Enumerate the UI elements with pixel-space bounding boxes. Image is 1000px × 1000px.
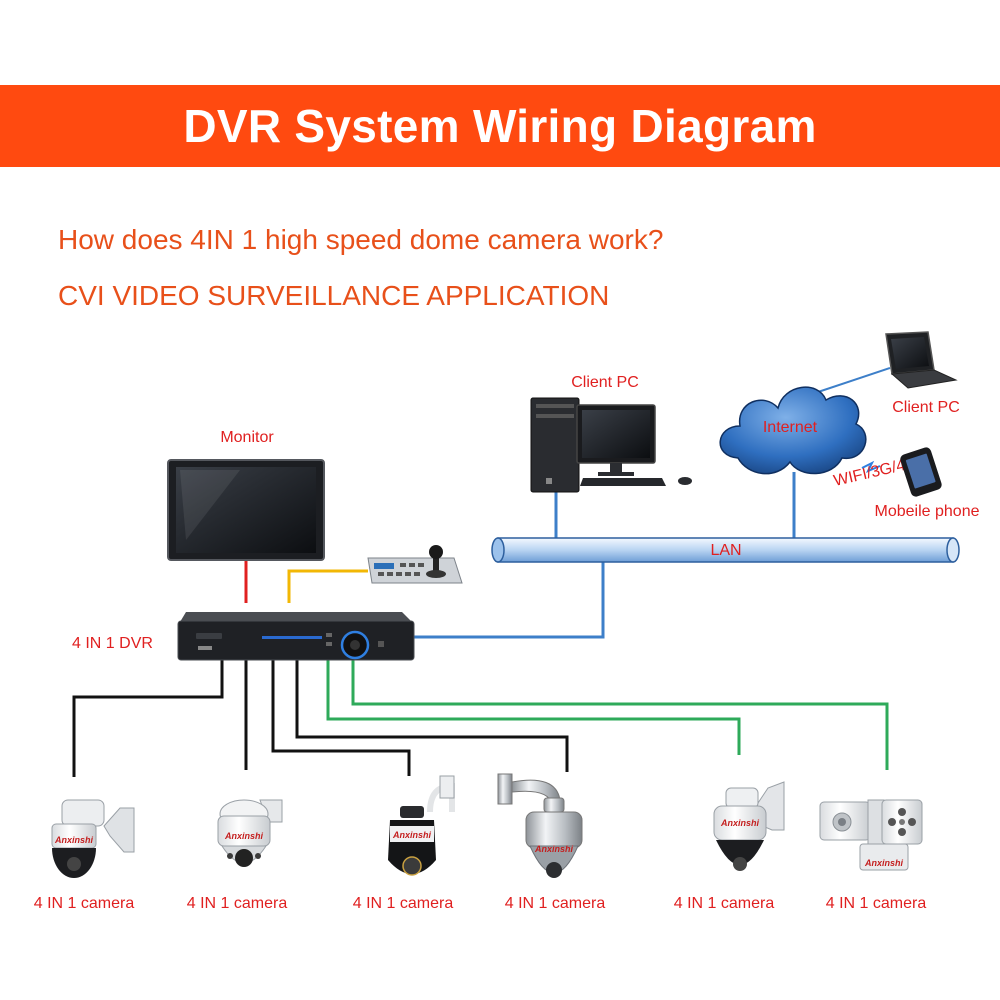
page-title: DVR System Wiring Diagram <box>183 100 817 152</box>
ptz-keyboard-icon <box>367 545 463 584</box>
lan-label: LAN <box>710 542 741 559</box>
dvr-icon <box>177 612 415 661</box>
camera-2-label: 4 IN 1 camera <box>187 895 288 912</box>
laptop-icon <box>885 331 958 389</box>
camera-cable-4 <box>295 660 569 772</box>
client-pc-desktop-label: Client PC <box>571 374 639 391</box>
stainless-speed-dome-icon: Anxinshi <box>497 773 583 878</box>
camera-cable-3 <box>271 660 411 776</box>
dvr-label: 4 IN 1 DVR <box>72 635 153 652</box>
white-speed-dome-icon: Anxinshi <box>713 781 785 871</box>
keyboard-cable <box>287 569 368 603</box>
internet-label: Internet <box>763 419 818 436</box>
monitor-label: Monitor <box>220 429 274 446</box>
desktop-pc-icon <box>530 397 692 493</box>
ir-speed-dome-icon: Anxinshi <box>217 799 283 867</box>
ptz-laser-camera-icon: Anxinshi <box>819 799 923 871</box>
camera-5-brand: Anxinshi <box>720 818 760 828</box>
camera-3: Anxinshi 4 IN 1 camera <box>353 775 455 912</box>
internet-cloud-icon <box>719 386 867 475</box>
internet-to-laptop-cable <box>817 367 891 393</box>
camera-1: Anxinshi 4 IN 1 camera <box>34 799 135 912</box>
lan-pipe: LAN <box>491 537 960 563</box>
camera-6-brand: Anxinshi <box>864 858 904 868</box>
camera-3-brand: Anxinshi <box>392 830 432 840</box>
camera-1-brand: Anxinshi <box>54 835 94 845</box>
client-pc-laptop-label: Client PC <box>892 399 960 416</box>
subtitle-question: How does 4IN 1 high speed dome camera wo… <box>58 224 664 255</box>
subtitle-application: CVI VIDEO SURVEILLANCE APPLICATION <box>58 280 610 311</box>
camera-6-label: 4 IN 1 camera <box>826 895 927 912</box>
camera-1-label: 4 IN 1 camera <box>34 895 135 912</box>
camera-2: Anxinshi 4 IN 1 camera <box>187 799 288 912</box>
mobile-phone-icon <box>900 447 942 497</box>
lan-cable-dvr <box>413 560 605 639</box>
camera-5: Anxinshi 4 IN 1 camera <box>674 781 785 912</box>
camera-cable-5 <box>326 660 741 755</box>
camera-2-brand: Anxinshi <box>224 831 264 841</box>
camera-3-label: 4 IN 1 camera <box>353 895 454 912</box>
camera-4-brand: Anxinshi <box>534 844 574 854</box>
monitor-icon <box>167 459 325 561</box>
wireless-signal-icon <box>861 460 881 473</box>
wires <box>72 367 891 777</box>
camera-4: Anxinshi 4 IN 1 camera <box>497 773 606 912</box>
camera-4-label: 4 IN 1 camera <box>505 895 606 912</box>
camera-cable-6 <box>351 660 889 770</box>
black-speed-dome-icon: Anxinshi <box>388 775 455 876</box>
camera-cable-1 <box>72 660 224 777</box>
title-banner: DVR System Wiring Diagram <box>0 85 1000 167</box>
mobile-label: Mobeile phone <box>875 503 980 520</box>
camera-5-label: 4 IN 1 camera <box>674 895 775 912</box>
camera-6: Anxinshi 4 IN 1 camera <box>819 799 927 912</box>
mini-ptz-dome-icon: Anxinshi <box>51 799 135 878</box>
